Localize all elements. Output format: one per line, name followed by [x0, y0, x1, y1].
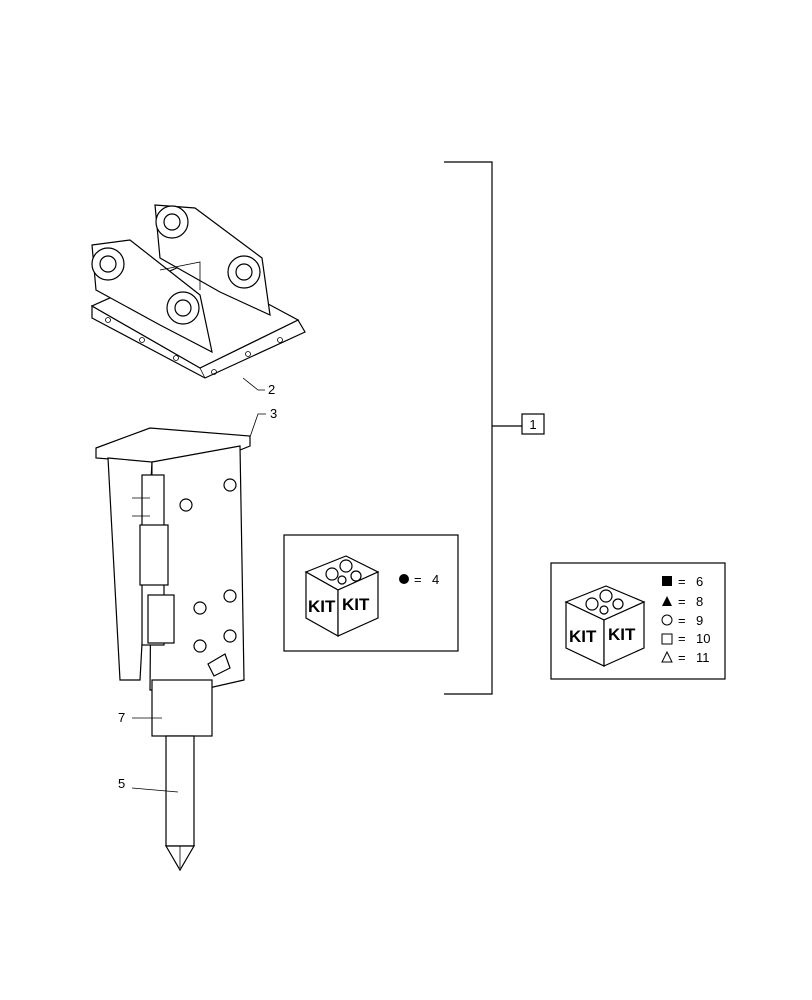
- kit-icon-large: KIT KIT: [564, 585, 646, 667]
- mounting-bracket-drawing: [90, 204, 306, 379]
- svg-text:KIT: KIT: [342, 595, 370, 614]
- open-circle-icon: [661, 614, 673, 626]
- svg-text:4: 4: [432, 572, 439, 587]
- kit-icon-small: KIT KIT: [304, 555, 380, 638]
- callout-7: 7: [118, 710, 125, 725]
- svg-text:8: 8: [696, 594, 703, 609]
- filled-square-icon: [662, 576, 672, 586]
- callout-2: 2: [268, 382, 275, 397]
- svg-text:KIT: KIT: [308, 597, 336, 616]
- svg-text:KIT: KIT: [608, 625, 636, 644]
- open-square-icon: [661, 633, 673, 645]
- legend-large: = 6 = 8 = 9 = 10 = 11: [661, 574, 710, 665]
- legend-small: = 4: [399, 572, 439, 587]
- svg-text:=: =: [678, 631, 686, 646]
- svg-text:10: 10: [696, 631, 710, 646]
- assembly-bracket-line: [444, 161, 493, 695]
- callout-3: 3: [270, 406, 277, 421]
- svg-text:9: 9: [696, 613, 703, 628]
- svg-text:11: 11: [696, 650, 710, 665]
- hydraulic-hammer-drawing: [95, 427, 251, 872]
- callout-box-1: [521, 413, 545, 435]
- filled-circle-icon: [399, 574, 409, 584]
- svg-text:6: 6: [696, 574, 703, 589]
- open-triangle-icon: [661, 650, 673, 663]
- callout-5: 5: [118, 776, 125, 791]
- svg-text:=: =: [678, 594, 686, 609]
- svg-text:KIT: KIT: [569, 627, 597, 646]
- svg-text:=: =: [678, 650, 686, 665]
- svg-text:=: =: [678, 574, 686, 589]
- svg-text:=: =: [678, 613, 686, 628]
- svg-text:=: =: [414, 572, 422, 587]
- callout-1: 1: [529, 417, 536, 432]
- filled-triangle-icon: [662, 596, 672, 606]
